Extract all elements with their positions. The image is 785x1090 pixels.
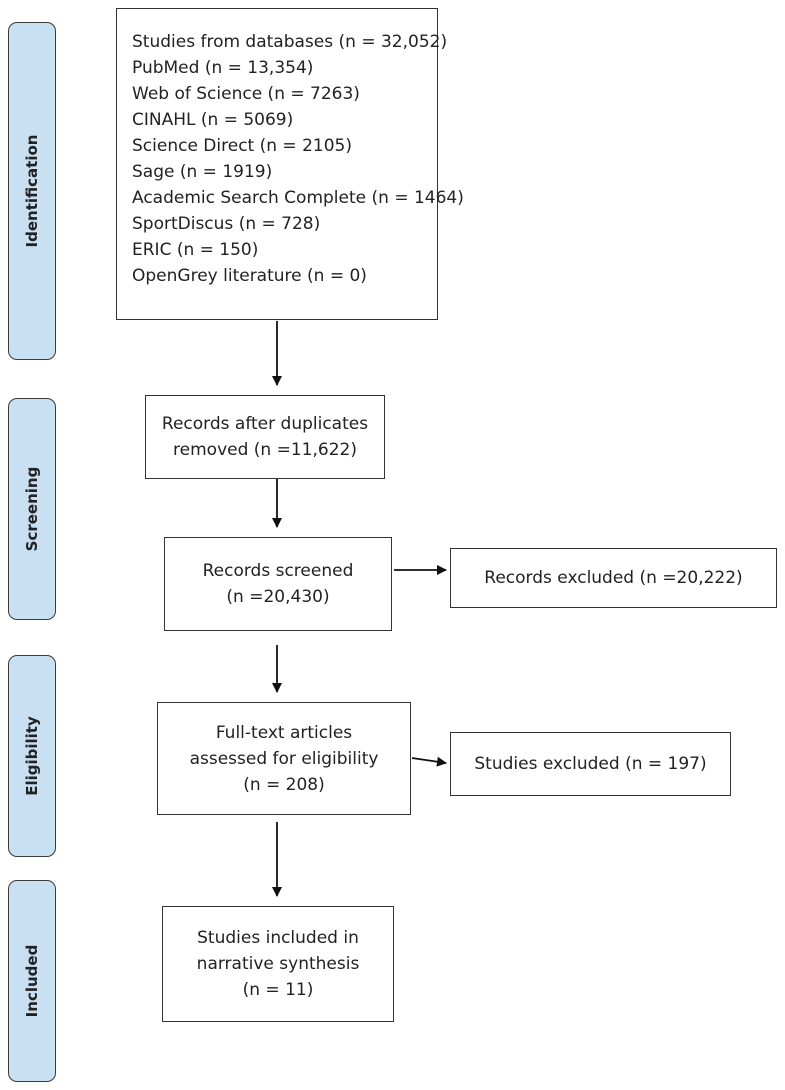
studies-included-box: Studies included in narrative synthesis …: [162, 906, 394, 1022]
records-excluded-box: Records excluded (n =20,222): [450, 548, 777, 608]
phase-eligibility: Eligibility: [8, 655, 56, 857]
records-excluded-text: Records excluded (n =20,222): [484, 568, 743, 588]
fulltext-line-1: Full-text articles: [215, 722, 353, 743]
included-line-2: narrative synthesis: [196, 954, 360, 974]
database-sage: Sage (n = 1919): [132, 162, 273, 182]
database-eric: ERIC (n = 150): [132, 240, 259, 260]
database-sportdiscus: SportDiscus (n = 728): [132, 214, 321, 234]
database-cinahl: CINAHL (n = 5069): [132, 110, 294, 130]
fulltext-line-3: (n = 208): [243, 774, 325, 795]
phase-included: Included: [8, 880, 56, 1082]
database-pubmed: PubMed (n = 13,354): [132, 58, 314, 78]
database-science-direct: Science Direct (n = 2105): [132, 136, 352, 156]
duplicates-removed-box: Records after duplicates removed (n =11,…: [145, 395, 385, 479]
arrow-fulltext-to-excluded: [411, 756, 447, 767]
records-screened-box: Records screened (n =20,430): [164, 537, 392, 631]
fulltext-line-2: assessed for eligibility: [189, 748, 379, 769]
database-web-of-science: Web of Science (n = 7263): [132, 84, 360, 104]
duplicates-line-2: removed (n =11,622): [173, 440, 357, 460]
screened-line-1: Records screened: [202, 561, 354, 581]
phase-screening: Screening: [8, 398, 56, 620]
database-academic-search-complete: Academic Search Complete (n = 1464): [132, 188, 464, 208]
fulltext-assessed-box: Full-text articles assessed for eligibil…: [157, 702, 411, 815]
database-opengrey: OpenGrey literature (n = 0): [132, 266, 367, 286]
screened-line-2: (n =20,430): [226, 587, 330, 607]
phase-identification: Identification: [8, 22, 56, 360]
databases-box: Studies from databases (n = 32,052) PubM…: [116, 8, 464, 320]
databases-total: Studies from databases (n = 32,052): [132, 32, 448, 52]
studies-excluded-box: Studies excluded (n = 197): [450, 732, 731, 796]
included-line-3: (n = 11): [242, 980, 314, 1000]
duplicates-line-1: Records after duplicates: [161, 414, 369, 434]
studies-excluded-text: Studies excluded (n = 197): [474, 754, 707, 774]
included-line-1: Studies included in: [197, 928, 359, 948]
